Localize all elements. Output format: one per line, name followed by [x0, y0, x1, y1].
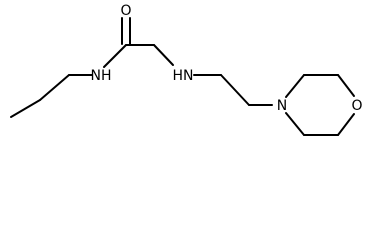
bond-ch2-ch2: [39, 74, 70, 101]
bond-ch2-ch2-linker: [220, 74, 250, 106]
atom-morpholine-n: N: [277, 98, 287, 114]
atom-carbonyl-oxygen: O: [120, 3, 131, 19]
atom-layer: O NH HN N O: [91, 3, 363, 114]
bond-ring-n-c-upper: [285, 74, 305, 98]
bond-amide-n-carbonyl: [103, 44, 127, 68]
atom-amide-nh: NH: [91, 68, 112, 84]
bond-ch2-amine-n: [153, 44, 174, 66]
structure-diagram: O NH HN N O: [10, 3, 363, 136]
atom-amine-hn: HN: [173, 68, 194, 84]
bond-ch3-ch2: [10, 99, 41, 118]
bond-ring-c-n-lower: [285, 112, 305, 136]
bond-ring-c-o-upper: [337, 74, 355, 97]
bond-layer: [10, 17, 355, 136]
bond-ring-o-c-lower: [337, 113, 355, 136]
atom-morpholine-o: O: [351, 98, 362, 114]
